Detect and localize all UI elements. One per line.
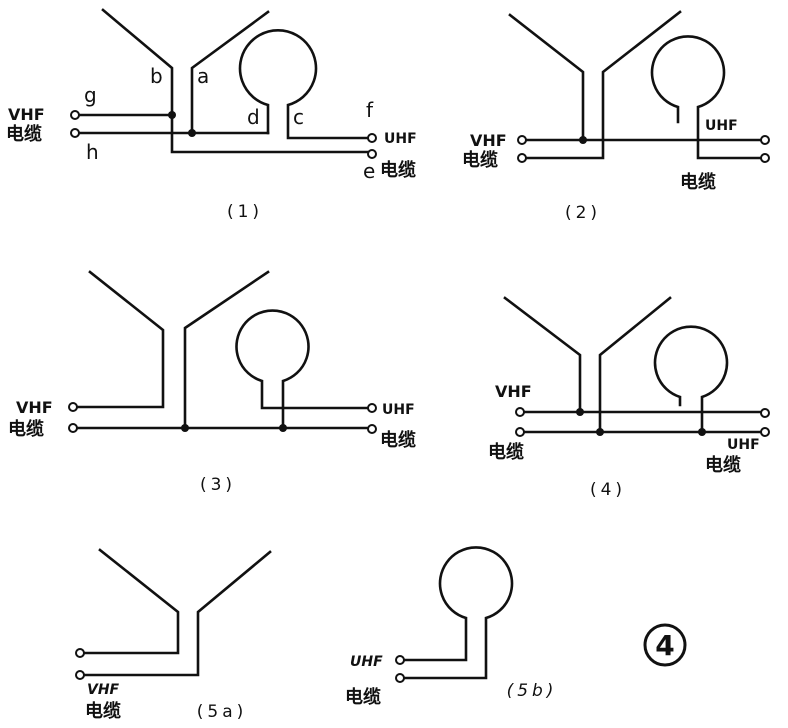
dipole-arm-right [598,296,672,434]
dipole-arm-b [101,8,370,154]
dipole-arm-left [503,296,582,414]
cable-label-right: 电缆 [380,159,416,181]
junction-node [576,408,584,416]
terminal-top [75,648,85,658]
caption-5a: (5a) [197,702,248,722]
cable-label-left: 电缆 [6,123,42,145]
diagram-5a: VHF 电缆 (5a) [75,548,272,722]
caption-4: (4) [590,480,626,500]
terminal-right-top [367,403,377,413]
junction-node [698,428,706,436]
terminal-left-bottom [515,427,525,437]
terminal-bottom [395,673,405,683]
terminal-left-bottom [68,423,78,433]
terminal-vhf-g [70,110,80,120]
terminal-right-bottom [760,427,770,437]
figure-number: 4 [655,629,674,662]
label-c: c [293,105,304,129]
terminal-left-top [515,407,525,417]
uhf-loop [650,35,763,160]
cable-label: 电缆 [345,686,381,708]
dipole-arm-left [508,13,585,142]
dipole-arm-right [183,270,270,430]
uhf-loop [238,29,370,140]
caption-2: (2) [565,203,601,223]
uhf-label: UHF [384,131,417,147]
label-a: a [197,64,209,88]
diagram-2: VHF 电缆 UHF 电缆 (2) [462,10,770,223]
label-h: h [86,140,99,164]
cable-label-right: 电缆 [380,429,416,451]
vhf-label: VHF [87,682,120,698]
junction-node [279,424,287,432]
junction-node [181,424,189,432]
figure-number-ring [643,623,687,667]
diagram-3: VHF 电缆 UHF 电缆 (3) [8,270,416,495]
uhf-label: UHF [727,437,760,453]
dipole-arm-left [75,270,165,409]
label-b: b [150,64,163,88]
terminal-bottom [75,670,85,680]
caption-1: (1) [227,202,263,222]
terminal-uhf-e [367,149,377,159]
uhf-loop [653,325,729,434]
vhf-label: VHF [16,398,53,417]
junction-node [579,136,587,144]
terminal-right-top [760,408,770,418]
caption-5b: (5b) [507,681,558,701]
diagram-1: g b a h d c f e VHF 电缆 UHF 电缆 (1) [6,8,417,222]
label-d: d [247,105,260,129]
junction-node [188,129,196,137]
figure-number-badge: 4 [643,623,687,667]
vhf-label: VHF [495,382,532,401]
dipole-arm-right [82,550,272,677]
junction-node [168,111,176,119]
junction-node [596,428,604,436]
cable-label-left: 电缆 [8,418,44,440]
terminal-right-top [760,135,770,145]
cable-label-right: 电缆 [705,454,741,476]
terminal-left-top [517,135,527,145]
terminal-right-bottom [367,424,377,434]
uhf-label: UHF [350,654,383,670]
label-e: e [363,159,375,183]
uhf-loop [402,546,514,680]
terminal-right-bottom [760,153,770,163]
terminal-left-top [68,402,78,412]
terminal-top [395,655,405,665]
dipole-arm-left [82,548,180,655]
vhf-label: VHF [470,131,507,150]
dipole-arm-right [524,10,682,160]
cable-label-left: 电缆 [462,149,498,171]
dipole-arm-a [190,10,270,135]
uhf-loop-left-leg [235,309,370,430]
cable-label-left: 电缆 [488,441,524,463]
cable-label-right: 电缆 [680,171,716,193]
uhf-label: UHF [705,118,738,134]
terminal-uhf-f [367,133,377,143]
diagram-5b: UHF 电缆 (5b) [345,546,558,708]
cable-label: 电缆 [85,700,121,722]
terminal-vhf-h [70,128,80,138]
uhf-label: UHF [382,402,415,418]
terminal-left-bottom [517,153,527,163]
label-g: g [84,83,97,107]
diagram-4: VHF 电缆 UHF 电缆 (4) [488,296,770,500]
vhf-label: VHF [8,105,45,124]
caption-3: (3) [200,475,236,495]
label-f: f [366,98,374,122]
